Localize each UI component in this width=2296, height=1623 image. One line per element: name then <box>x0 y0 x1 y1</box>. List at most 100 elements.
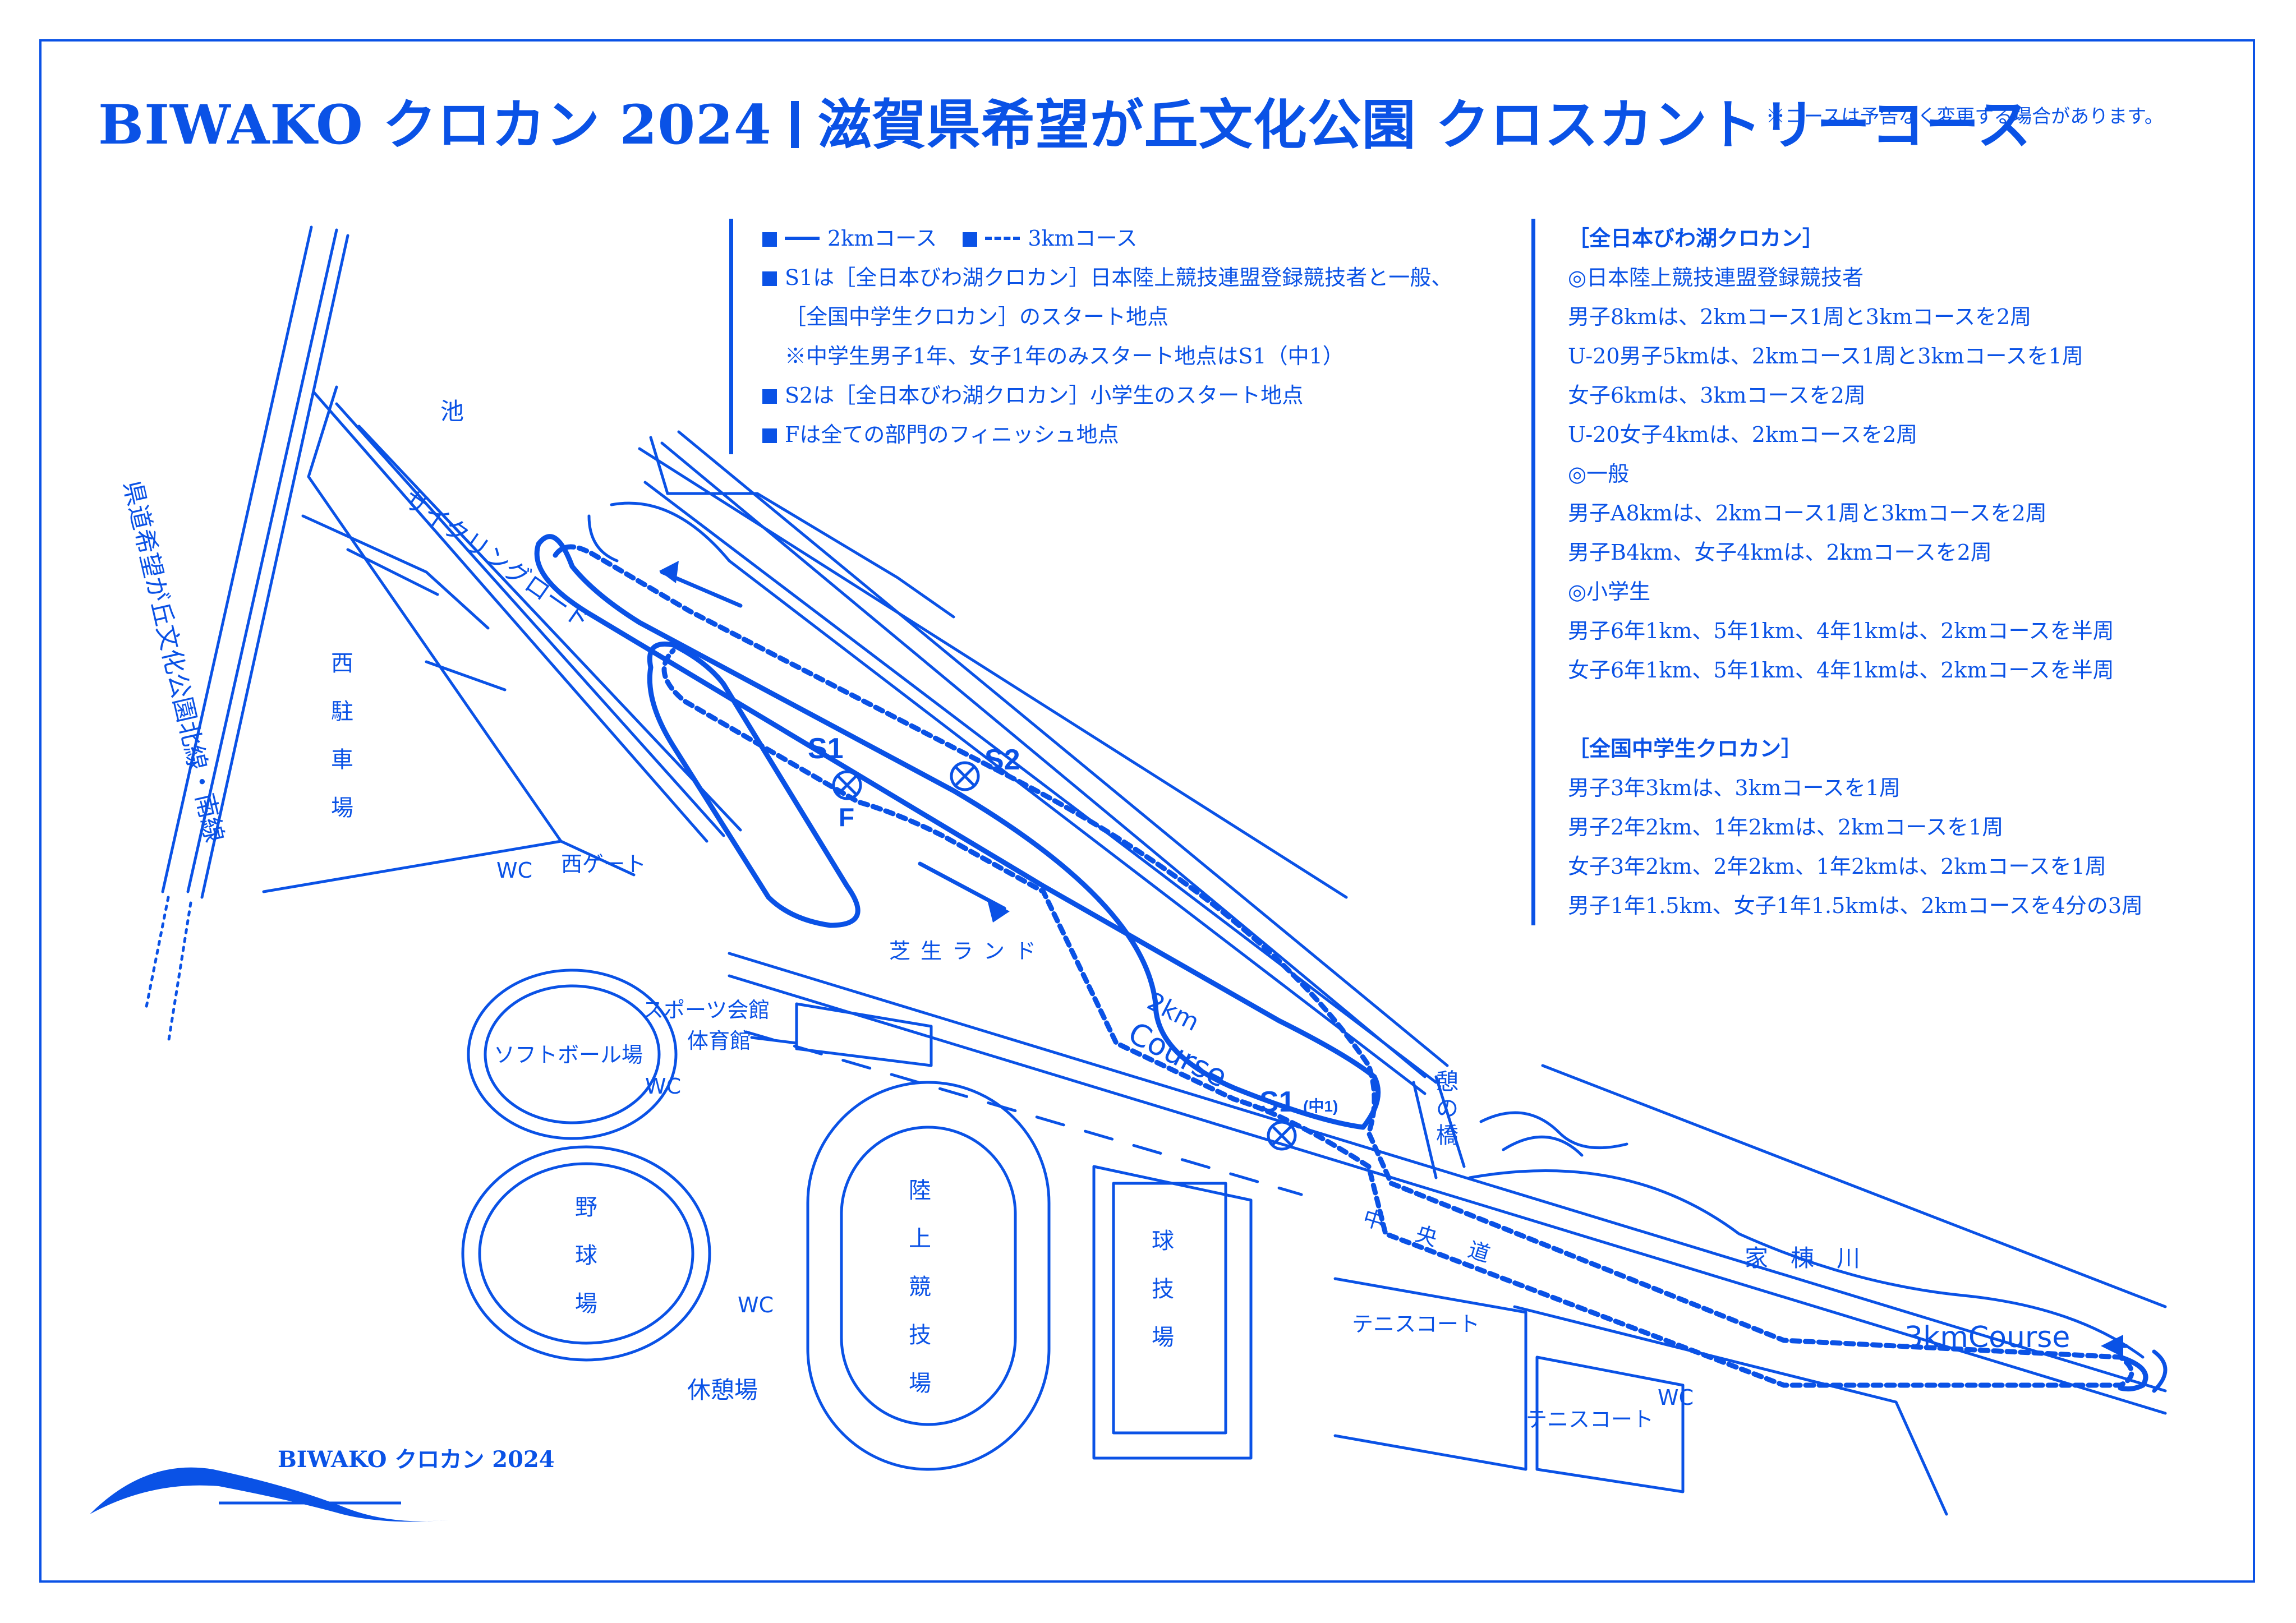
baseball-field <box>461 1145 711 1362</box>
course-2km-inner-loop <box>647 641 861 928</box>
direction-arrow-south <box>918 861 1006 911</box>
sports-hall-outline <box>750 1002 933 1067</box>
softball-label: ソフトボール場 <box>494 1043 643 1067</box>
legend-2km: 2kmコース <box>827 226 937 251</box>
legend-bullet <box>762 428 777 443</box>
baseball-label: 野球場 <box>575 1195 597 1317</box>
info-line: 女子6年1km、5年1km、4年1kmは、2kmコースを半周 <box>1568 658 2114 683</box>
s2-marker-cross <box>954 766 976 787</box>
tennis-court-1-label: テニスコート <box>1352 1312 1480 1336</box>
info-line: 男子3年3kmは、3kmコースを1周 <box>1568 776 1901 800</box>
legend-note: S1は［全日本びわ湖クロカン］日本陸上競技連盟登録競技者と一般、 <box>762 258 1452 297</box>
bridge <box>1412 1075 1466 1179</box>
ball-game-field <box>1112 1182 1227 1435</box>
north-area <box>649 436 955 619</box>
info-line: ◎日本陸上競技連盟登録競技者 <box>1568 265 1864 290</box>
legend-note-text: S2は［全日本びわ湖クロカン］小学生のスタート地点 <box>785 383 1304 408</box>
s1-jh1-sub: (中1) <box>1303 1098 1338 1115</box>
event-name: BIWAKO クロカン 2024 <box>98 93 772 156</box>
pond-label: 池 <box>440 398 464 425</box>
legend-note: ［全国中学生クロカン］のスタート地点 <box>762 297 1452 336</box>
north-road <box>660 430 1449 1078</box>
page-title: BIWAKO クロカン 2024 滋賀県希望が丘文化公園 クロスカントリーコース <box>98 81 2031 159</box>
course-3km-loop-end <box>2118 1354 2148 1392</box>
central-road <box>728 952 2167 1415</box>
info-line: U-20女子4kmは、2kmコースを2周 <box>1568 422 1918 447</box>
info-line: U-20男子5kmは、2kmコース1周と3kmコースを1周 <box>1568 344 2083 368</box>
legend-note: S2は［全日本びわ湖クロカン］小学生のスタート地点 <box>762 376 1452 415</box>
logo-text: BIWAKO クロカン 2024 <box>278 1446 555 1473</box>
sports-hall-label: スポーツ会館 <box>642 998 770 1022</box>
info-line: ◎小学生 <box>1568 579 1651 604</box>
wc-label-stadium: WC <box>738 1293 774 1317</box>
access-roads <box>301 514 507 691</box>
legend-3km: 3kmコース <box>1028 226 1138 251</box>
finish-marker: F <box>839 803 855 832</box>
legend-bullet <box>762 271 777 286</box>
softball-field <box>467 969 678 1140</box>
s1-jh1-text: S1 <box>1259 1086 1295 1118</box>
solid-line-swatch <box>785 237 820 240</box>
central-road-dashes <box>744 1030 1303 1196</box>
info-line: 男子B4km、女子4kmは、2kmコースを2周 <box>1568 540 1992 565</box>
s1-jh1-marker: S1 (中1) <box>1259 1085 1338 1119</box>
info-line: 男子1年1.5km、女子1年1.5kmは、2kmコースを4分の3周 <box>1568 893 2143 918</box>
legend-note: Fは全ての部門のフィニッシュ地点 <box>762 415 1452 454</box>
s1-jh1-marker-cross <box>1271 1125 1292 1146</box>
river-curves <box>1479 1111 1628 1157</box>
main-diagonal-bank <box>610 481 1438 1095</box>
wc-label-tennis: WC <box>1658 1385 1694 1410</box>
s2-marker: S2 <box>984 744 1020 776</box>
arrow-head-south <box>987 900 1010 923</box>
ikoi-bridge-label: 憩の橋 <box>1436 1069 1458 1149</box>
baseball-field-inner <box>478 1162 694 1345</box>
arrow-head-north <box>659 561 679 583</box>
gymnasium-label: 体育館 <box>687 1029 752 1053</box>
info-heading-junior-high: ［全国中学生クロカン］ <box>1568 736 1803 761</box>
ball-game-field-outer <box>1092 1165 1253 1460</box>
info-line: 男子6年1km、5年1km、4年1kmは、2kmコースを半周 <box>1568 619 2114 643</box>
legend-note: ※中学生男子1年、女子1年のみスタート地点はS1（中1） <box>762 336 1452 376</box>
athletics-stadium <box>806 1081 1051 1471</box>
s1-marker: S1 <box>808 732 844 765</box>
arrow-head-3km <box>2101 1335 2123 1357</box>
map-frame <box>39 39 2255 1583</box>
rest-area-label: 休憩場 <box>687 1376 758 1404</box>
prefectural-road <box>161 225 349 899</box>
course-3km-label: 3kmCourse <box>1904 1321 2070 1354</box>
legend-bullet <box>762 232 777 247</box>
legend-bullet <box>963 232 978 247</box>
legend-note-text: ※中学生男子1年、女子1年のみスタート地点はS1（中1） <box>785 344 1344 368</box>
title-separator <box>790 101 799 148</box>
wc-label-west: WC <box>496 858 533 883</box>
change-notice: ※コースは予告なく変更する場合があります。 <box>1766 105 2164 128</box>
s2-marker-symbol <box>950 761 980 791</box>
dashed-line-swatch <box>985 237 1020 240</box>
river-bank-upper <box>1541 1064 2167 1308</box>
venue-name: 滋賀県希望が丘文化公園 クロスカントリーコース <box>817 93 2032 156</box>
legend-panel: 2kmコース 3kmコース S1は［全日本びわ湖クロカン］日本陸上競技連盟登録競技… <box>729 219 1452 454</box>
tennis-court-2-label: テニスコート <box>1526 1407 1654 1432</box>
athletics-stadium-inner <box>840 1126 1017 1426</box>
wc-label-softball: WC <box>645 1074 682 1099</box>
river-label: 家棟川 <box>1745 1244 1883 1272</box>
s1-jh1-marker-symbol <box>1267 1121 1297 1151</box>
tennis-area-outline <box>1513 1305 1948 1516</box>
ball-field-label: 球技場 <box>1152 1228 1174 1350</box>
legend-note-text: Fは全ての部門のフィニッシュ地点 <box>785 422 1119 447</box>
west-parking-label: 西駐車場 <box>331 651 353 821</box>
tennis-court-2-outline <box>1535 1355 1685 1493</box>
s1-marker-cross <box>836 774 858 796</box>
tennis-court-1-outline <box>1333 1277 1527 1471</box>
softball-field-inner <box>484 984 661 1124</box>
info-heading-biwako: ［全日本びわ湖クロカン］ <box>1568 225 1824 251</box>
info-line: 女子3年2km、2年2km、1年2kmは、2kmコースを1周 <box>1568 854 2106 879</box>
race-info-panel: ［全日本びわ湖クロカン］ ◎日本陸上競技連盟登録競技者 男子8kmは、2kmコー… <box>1531 219 2143 925</box>
info-line: ◎一般 <box>1568 462 1630 486</box>
info-line: 女子6kmは、3kmコースを2周 <box>1568 383 1866 408</box>
legend-note-text: S1は［全日本びわ湖クロカン］日本陸上競技連盟登録競技者と一般、 <box>785 265 1453 290</box>
west-parking-boundary <box>262 385 636 893</box>
info-line: 男子A8kmは、2kmコース1周と3kmコースを2周 <box>1568 501 2047 525</box>
athletics-label: 陸上競技場 <box>909 1178 931 1396</box>
